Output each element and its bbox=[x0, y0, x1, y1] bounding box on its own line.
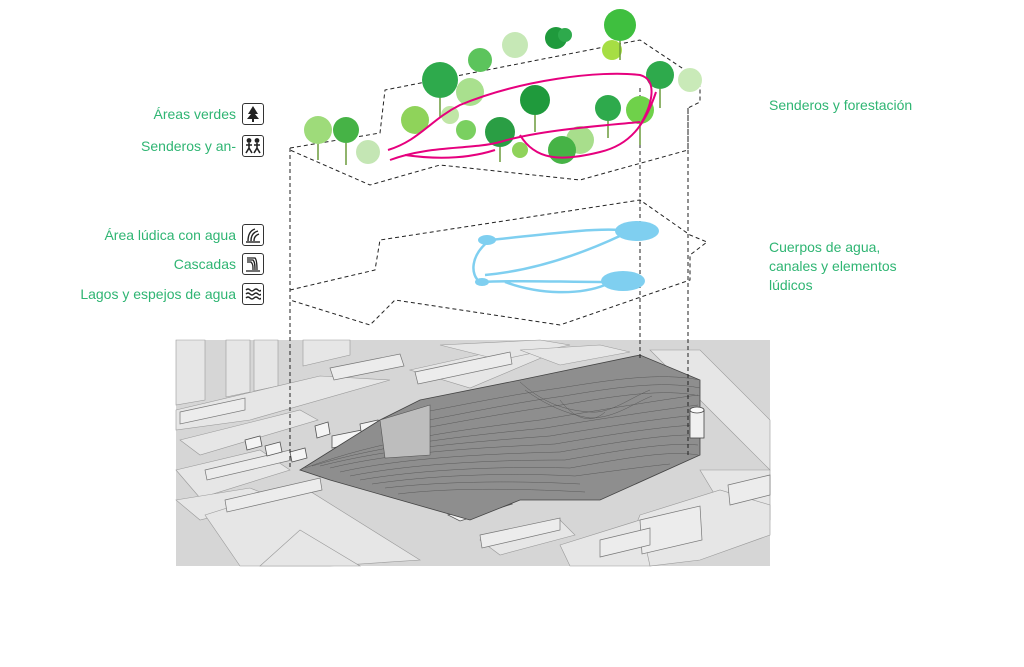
tree-trunks bbox=[317, 41, 661, 165]
upper-pond bbox=[615, 221, 659, 241]
layer-label-forestation: Senderos y forestación bbox=[769, 97, 913, 113]
legend-item-paths: Senderos y an- bbox=[141, 135, 264, 157]
forestation-layer bbox=[289, 9, 702, 186]
legend-item-water-play: Área lúdica con agua bbox=[104, 224, 264, 246]
site-base-layer bbox=[175, 339, 771, 567]
water-tank bbox=[689, 409, 705, 439]
layer-label-water-line: lúdicos bbox=[769, 277, 813, 293]
tree-icon bbox=[242, 103, 264, 125]
water-layer-outline bbox=[289, 199, 708, 326]
legend-label: Área lúdica con agua bbox=[104, 227, 236, 243]
layer-label-water: Cuerpos de agua, canales y elementos lúd… bbox=[769, 238, 897, 295]
legend-label: Áreas verdes bbox=[153, 106, 236, 122]
waves-icon bbox=[242, 283, 264, 305]
water-play-icon bbox=[242, 224, 264, 246]
waterfall-icon bbox=[242, 253, 264, 275]
water-elements bbox=[472, 228, 623, 294]
water-layer bbox=[289, 199, 708, 326]
legend-item-lakes: Lagos y espejos de agua bbox=[80, 283, 264, 305]
legend-label: Cascadas bbox=[173, 256, 236, 272]
legend-label: Senderos y an- bbox=[141, 138, 236, 154]
legend: Áreas verdes Senderos y an- Área lúdica … bbox=[0, 0, 264, 320]
contour-lines bbox=[304, 376, 701, 495]
project-site bbox=[299, 354, 701, 521]
walking-paths bbox=[387, 72, 657, 161]
walkers-icon bbox=[242, 135, 264, 157]
lower-pond bbox=[601, 271, 645, 291]
forestation-layer-outline bbox=[289, 39, 701, 186]
legend-item-green-areas: Áreas verdes bbox=[154, 103, 264, 125]
legend-item-waterfalls: Cascadas bbox=[174, 253, 264, 275]
legend-label: Lagos y espejos de agua bbox=[80, 286, 236, 302]
layer-label-water-line: canales y elementos bbox=[769, 258, 897, 274]
layer-label-water-line: Cuerpos de agua, bbox=[769, 239, 881, 255]
